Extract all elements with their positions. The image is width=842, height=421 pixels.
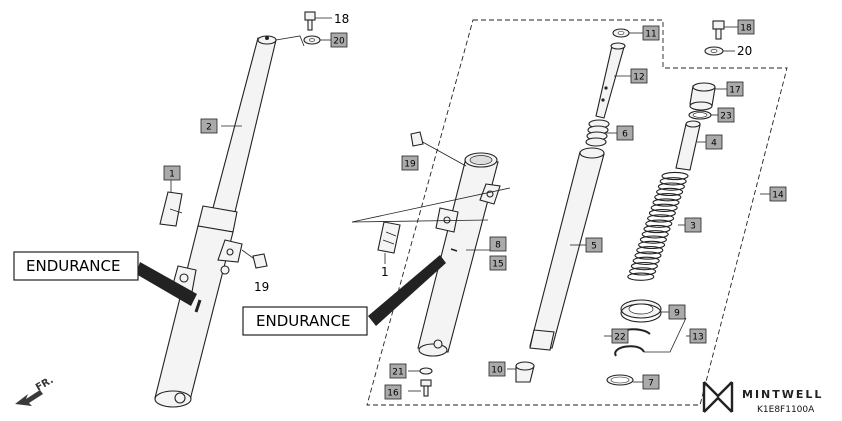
- callout-number: 1: [169, 170, 175, 180]
- part-number-1-right: 1: [381, 265, 389, 279]
- callout-23: 23: [717, 107, 735, 123]
- callout-11: 11: [642, 25, 660, 41]
- callout-10: 10: [488, 361, 506, 377]
- brand-name: MINTWELL: [742, 388, 823, 401]
- callout-number: 10: [491, 366, 503, 376]
- callout-number: 11: [645, 30, 656, 40]
- endurance-label-left: ENDURANCE: [26, 257, 120, 275]
- spacer: [675, 120, 706, 171]
- endurance-label-right: ENDURANCE: [256, 312, 350, 330]
- callout-7: 7: [642, 374, 660, 390]
- endurance-arrow-right: [368, 255, 446, 326]
- bolt-19-right: [410, 131, 424, 147]
- callout-number: 23: [720, 112, 731, 122]
- callout-3: 3: [684, 217, 702, 233]
- callout-4: 4: [705, 134, 723, 150]
- callout-number: 17: [729, 86, 740, 96]
- callout-number: 8: [495, 241, 501, 251]
- callout-15: 15: [489, 255, 507, 271]
- washer-left: [303, 35, 331, 45]
- callout-19: 19: [401, 155, 419, 171]
- callout-number: 16: [387, 389, 399, 399]
- front-arrow-icon: [15, 390, 43, 406]
- callout-number: 12: [633, 73, 644, 83]
- emblem-left: [159, 180, 183, 227]
- callout-number: 22: [614, 333, 625, 343]
- callout-number: 21: [392, 368, 403, 378]
- ring-7: [606, 374, 643, 386]
- bolt-19-left: [241, 249, 268, 269]
- endurance-box-left: [13, 251, 139, 281]
- callout-number: 15: [492, 260, 503, 270]
- top-bolt-right: [712, 20, 738, 40]
- callout-number: 2: [206, 123, 212, 133]
- callout-22: 22: [611, 328, 629, 344]
- callout-16: 16: [384, 384, 402, 400]
- drawing-code: K1E8F1100A: [757, 405, 815, 415]
- callout-14: 14: [769, 186, 787, 202]
- assembly-boundary: [366, 19, 788, 406]
- front-arrow-label: FR.: [34, 375, 56, 394]
- callout-number: 9: [674, 309, 680, 319]
- brand-logo-icon: [702, 381, 734, 413]
- fork-pipe: [529, 147, 605, 351]
- callout-number: 14: [772, 191, 784, 201]
- callout-17: 17: [726, 81, 744, 97]
- callout-number: 19: [404, 160, 416, 170]
- top-bolt-left: [304, 11, 332, 31]
- callout-8: 8: [489, 236, 507, 252]
- callout-13: 13: [689, 328, 707, 344]
- callout-number: 18: [740, 24, 752, 34]
- callout-5: 5: [585, 237, 603, 253]
- callout-6: 6: [616, 125, 634, 141]
- callout-number: 5: [591, 242, 597, 252]
- part-number-20-right: 20: [737, 44, 752, 58]
- oil-lock-piece: [507, 361, 535, 383]
- endurance-arrow-left: [136, 262, 197, 306]
- brand-logo: MINTWELL: [702, 381, 823, 413]
- fork-cap: [689, 82, 727, 111]
- callout-number: 3: [690, 222, 696, 232]
- o-ring: [688, 110, 718, 120]
- endurance-box-right: [242, 306, 368, 336]
- callout-20: 20: [330, 32, 348, 48]
- emblem-right: [377, 221, 401, 264]
- oil-seal: [620, 299, 669, 323]
- ring-11: [612, 28, 643, 38]
- callout-9: 9: [668, 304, 686, 320]
- callout-number: 20: [333, 37, 345, 47]
- callout-number: 6: [622, 130, 628, 140]
- part-number-18-left: 18: [334, 12, 349, 26]
- front-direction-indicator: FR.: [15, 375, 56, 406]
- callout-21: 21: [389, 363, 407, 379]
- callout-number: 13: [692, 333, 703, 343]
- part-number-19-left: 19: [254, 280, 269, 294]
- callout-18: 18: [737, 19, 755, 35]
- washer-right: [704, 46, 735, 56]
- damper-rod: [595, 42, 631, 119]
- callout-number: 7: [648, 379, 654, 389]
- bolt-16-washer-21: [408, 367, 433, 397]
- callout-number: 4: [711, 139, 717, 149]
- callout-12: 12: [630, 68, 648, 84]
- callout-2: 2: [200, 118, 218, 134]
- callout-1: 1: [163, 165, 181, 181]
- fork-spring: [627, 171, 689, 281]
- stopper-ring-13: [614, 317, 690, 357]
- outer-tube-right: [351, 139, 511, 357]
- left-fork-assembly: [154, 35, 305, 408]
- rebound-spring: [585, 119, 617, 147]
